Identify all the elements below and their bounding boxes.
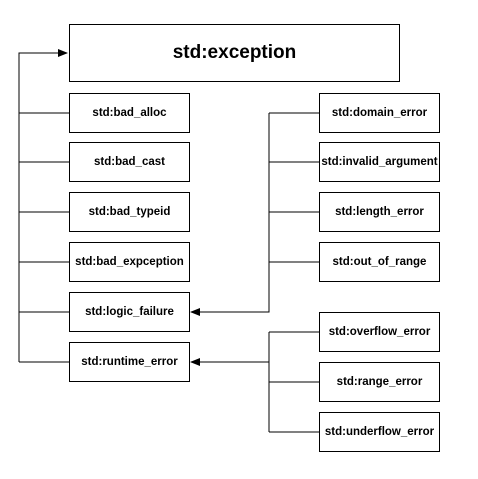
root-node-exception: std:exception xyxy=(69,24,400,82)
node-runtime-error: std:runtime_error xyxy=(69,342,190,382)
node-underflow-error: std:underflow_error xyxy=(319,412,440,452)
node-bad-typeid: std:bad_typeid xyxy=(69,192,190,232)
connector-logic-trunk xyxy=(190,113,270,316)
node-domain-error: std:domain_error xyxy=(319,93,440,133)
node-bad-expception: std:bad_expception xyxy=(69,242,190,282)
node-overflow-error: std:overflow_error xyxy=(319,312,440,352)
node-out-of-range: std:out_of_range xyxy=(319,242,440,282)
node-range-error: std:range_error xyxy=(319,362,440,402)
connector-left-trunk xyxy=(18,49,68,362)
node-invalid-argument: std:invalid_argument xyxy=(319,142,440,182)
node-length-error: std:length_error xyxy=(319,192,440,232)
node-bad-alloc: std:bad_alloc xyxy=(69,93,190,133)
node-logic-failure: std:logic_failure xyxy=(69,292,190,332)
node-bad-cast: std:bad_cast xyxy=(69,142,190,182)
